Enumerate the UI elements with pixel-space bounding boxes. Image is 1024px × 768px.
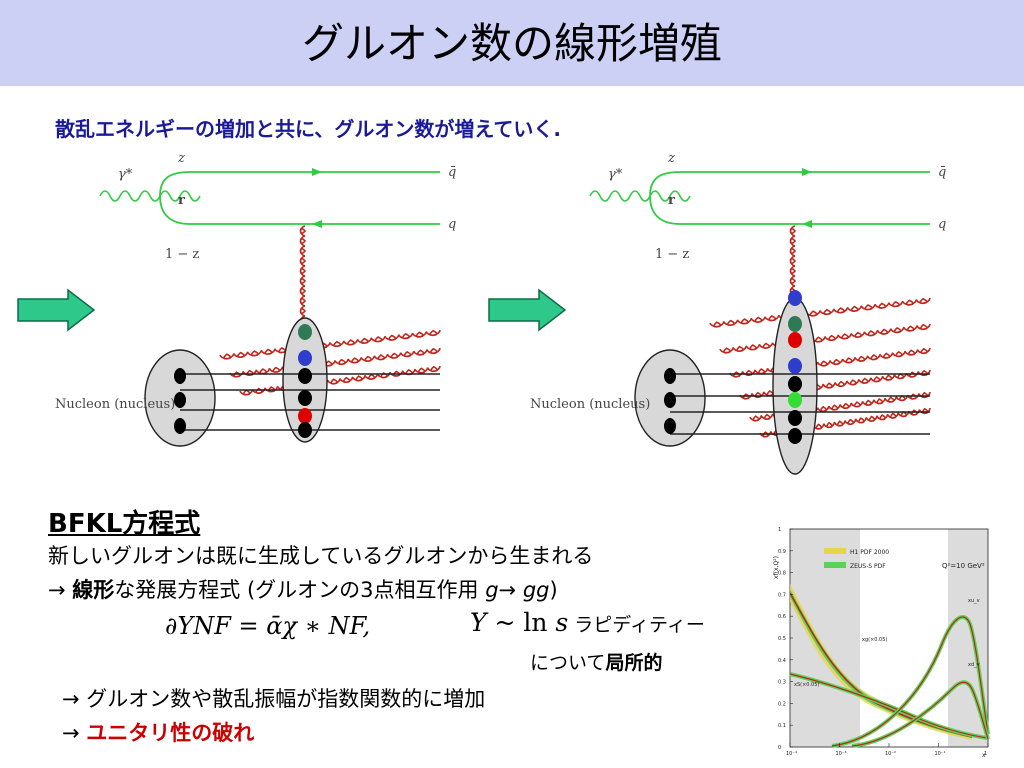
one-minus-z-label: 1 − z — [165, 247, 199, 262]
quark-dot — [174, 368, 186, 384]
parton-dot — [788, 392, 802, 408]
arrowhead — [312, 220, 322, 228]
photon-line — [589, 190, 691, 202]
y-tick-label: 0.2 — [778, 701, 786, 707]
y-tick-label: 0.8 — [778, 571, 786, 577]
nucleon-label: Nucleon (nucleus) — [530, 397, 650, 412]
parton-dot — [298, 350, 312, 366]
y-tick-label: 0.9 — [778, 549, 786, 555]
rapidity-text: Y ~ ln s ラピディティー — [470, 608, 705, 637]
quark-dot — [664, 392, 676, 408]
gluon-line — [709, 297, 931, 328]
legend-swatch-h1 — [824, 548, 846, 554]
slide-subtitle: 散乱エネルギーの増加と共に、グルオン数が増えていく. — [55, 117, 561, 141]
gluon-line — [719, 323, 931, 354]
gluon-line — [789, 225, 797, 297]
arrowhead — [802, 220, 812, 228]
one-minus-z-label: 1 − z — [655, 247, 689, 262]
antiquark-line — [159, 171, 440, 197]
quark-line — [159, 195, 440, 225]
parton-dot — [788, 316, 802, 332]
text-line-4: → ユニタリ性の破れ — [62, 721, 255, 745]
pdf-plot: H1 PDF 2000 ZEUS-S PDF Q²=10 GeV² xu_v x… — [772, 524, 996, 760]
right-arrow-icon — [17, 288, 96, 332]
legend-h1: H1 PDF 2000 — [850, 549, 889, 556]
parton-dot — [788, 376, 802, 392]
quark-line — [649, 195, 930, 225]
photon-line — [99, 190, 201, 202]
r-label: r — [178, 193, 185, 208]
text-line-3: → グルオン数や散乱振幅が指数関数的に増加 — [62, 687, 486, 711]
plot-ylabel: xf(x,Q²) — [773, 556, 780, 579]
y-tick-label: 0.7 — [778, 592, 786, 598]
arrowhead — [802, 168, 812, 176]
gluon-line — [299, 225, 307, 327]
gluon-line — [219, 329, 441, 360]
slide-title: グルオン数の線形増殖 — [301, 19, 722, 68]
parton-dot — [298, 422, 312, 438]
r-label: r — [668, 193, 675, 208]
qbar-label: q̄ — [938, 165, 946, 180]
photon-label: γ* — [608, 167, 623, 182]
curve-label-xg: xg(×0.05) — [862, 637, 887, 643]
parton-dot — [788, 290, 802, 306]
quark-dot — [174, 392, 186, 408]
bfkl-formula: ∂YNF = ᾱχ ∗ NF, — [165, 612, 371, 640]
legend-zeus: ZEUS-S PDF — [850, 563, 886, 570]
curve-label-xdv: xd_v — [968, 662, 980, 668]
z-label: z — [177, 151, 185, 166]
gluon-line — [229, 347, 441, 378]
photon-label: γ* — [118, 167, 133, 182]
bfkl-heading: BFKL方程式 — [48, 509, 201, 539]
qbar-label: q̄ — [448, 165, 456, 180]
parton-dot — [298, 368, 312, 384]
x-tick-label: 10⁻² — [885, 751, 896, 757]
right-arrow-icon — [488, 288, 567, 332]
local-text: について局所的 — [530, 652, 663, 674]
quark-dot — [174, 418, 186, 434]
parton-dot — [298, 390, 312, 406]
q-label: q — [938, 217, 946, 232]
z-label: z — [667, 151, 675, 166]
y-tick-label: 0.1 — [778, 723, 786, 729]
plot-xlabel: x — [982, 752, 986, 759]
parton-dot — [788, 428, 802, 444]
text-line-1: 新しいグルオンは既に生成しているグルオンから生まれる — [48, 544, 594, 568]
parton-dot — [298, 324, 312, 340]
x-tick-label: 1 — [984, 751, 987, 757]
parton-dot — [298, 408, 312, 424]
x-tick-label: 10⁻¹ — [935, 751, 946, 757]
antiquark-line — [649, 171, 930, 197]
arrowhead — [312, 168, 322, 176]
curve-label-xuv: xu_v — [968, 598, 980, 604]
y-tick-label: 0.3 — [778, 680, 786, 686]
q-label: q — [448, 217, 456, 232]
parton-dot — [788, 332, 802, 348]
q2-label: Q²=10 GeV² — [942, 562, 985, 570]
x-tick-label: 10⁻³ — [836, 751, 847, 757]
y-tick-label: 0.6 — [778, 614, 786, 620]
quark-dot — [664, 368, 676, 384]
x-tick-label: 10⁻⁴ — [786, 751, 797, 757]
text-line-2: → 線形な発展方程式 (グルオンの3点相互作用 g→ gg) — [48, 578, 558, 602]
nucleon-label: Nucleon (nucleus) — [55, 397, 175, 412]
curve-label-xs: xS(×0.05) — [794, 682, 819, 688]
parton-dot — [788, 410, 802, 426]
gluon-line — [729, 347, 931, 378]
y-tick-label: 0 — [778, 745, 781, 751]
title-bar — [0, 0, 1024, 86]
y-tick-label: 0.5 — [778, 636, 786, 642]
gluon-line — [739, 369, 931, 400]
quark-dot — [664, 418, 676, 434]
y-tick-label: 0.4 — [778, 658, 786, 664]
parton-dot — [788, 358, 802, 374]
gluon-line — [239, 365, 441, 396]
legend-swatch-zeus — [824, 562, 846, 568]
y-tick-label: 1 — [778, 527, 781, 533]
